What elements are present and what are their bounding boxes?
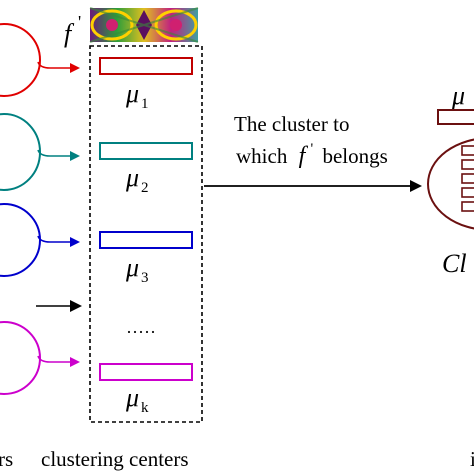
result-member-1 <box>461 145 474 156</box>
center-k: μ k <box>99 363 193 416</box>
arrow-cluster-1 <box>37 61 80 73</box>
center-3-sub: 3 <box>141 270 149 286</box>
center-bar-2 <box>99 142 193 160</box>
arrow-cluster-2 <box>37 149 80 161</box>
center-2: μ 2 <box>99 142 193 196</box>
svg-text:which f ' be: which f ' belongs <box>236 134 388 169</box>
caption-left: rs <box>0 447 13 471</box>
center-2-sub: 2 <box>141 180 149 196</box>
arrow-text-prime: ' <box>311 141 314 157</box>
cluster-ellipse-1 <box>0 23 41 97</box>
caption-clustering-centers: clustering centers <box>41 447 189 471</box>
cluster-ellipse-2 <box>0 113 41 191</box>
result-member-3 <box>461 173 474 184</box>
cluster-ellipse-3 <box>0 203 41 277</box>
center-3-symbol: μ <box>125 253 139 282</box>
input-clusters <box>0 23 41 395</box>
result-label: Cl <box>442 249 467 278</box>
center-bar-k <box>99 363 193 381</box>
arrow-text-symbol: f <box>299 143 309 169</box>
caption-right: i <box>470 447 474 471</box>
arrow-text-which: which <box>236 144 288 168</box>
center-2-symbol: μ <box>125 163 139 192</box>
assignment-arrow-group: The cluster to which f ' belongs <box>204 112 422 192</box>
result-member-2 <box>461 159 474 170</box>
result-mu-symbol: μ <box>451 81 465 110</box>
center-3: μ 3 <box>99 231 193 286</box>
center-1: μ 1 <box>99 57 193 112</box>
feature-f-prime: f ' <box>64 12 81 48</box>
result-center-bar <box>437 109 474 125</box>
feature-prime: ' <box>78 12 81 32</box>
feature-texture-image <box>89 7 199 43</box>
center-k-symbol: μ <box>125 383 139 412</box>
feature-symbol: f <box>64 19 75 48</box>
result-member-5 <box>461 201 474 212</box>
cluster-ellipse-4 <box>0 321 41 395</box>
arrow-text-belongs: belongs <box>322 144 387 168</box>
center-1-symbol: μ <box>125 79 139 108</box>
centers-ellipsis: ····· <box>126 322 156 342</box>
result-member-4 <box>461 187 474 198</box>
cluster-arrows <box>36 61 82 367</box>
result-cluster-ellipse <box>427 138 474 230</box>
arrow-cluster-3 <box>37 235 80 247</box>
arrow-text-line1: The cluster to <box>234 112 349 136</box>
center-1-sub: 1 <box>141 96 149 112</box>
arrow-cluster-4 <box>37 355 80 367</box>
result-cluster: μ Cl <box>427 81 474 278</box>
center-k-sub: k <box>141 400 149 416</box>
center-bar-3 <box>99 231 193 249</box>
centers-dashed-box <box>89 45 203 423</box>
center-bar-1 <box>99 57 193 75</box>
